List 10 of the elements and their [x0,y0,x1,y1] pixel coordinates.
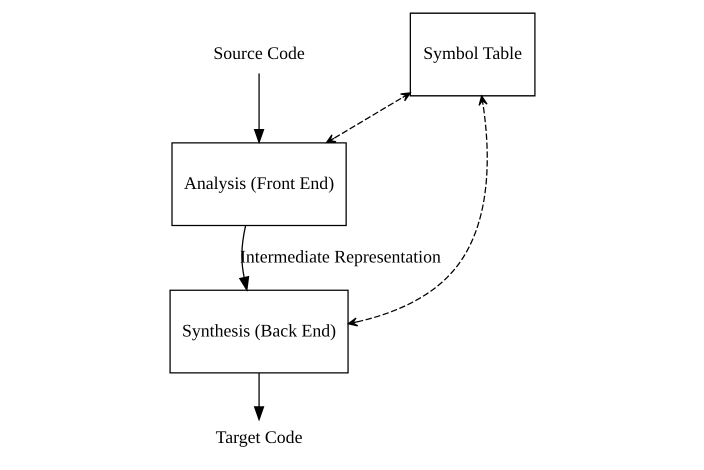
node-box: Synthesis (Back End) [168,290,348,374]
node-box: Symbol Table [409,12,536,96]
arrow [253,73,264,144]
node-box: Analysis (Front End) [170,142,346,226]
arrow [347,95,488,326]
arrow [325,92,410,144]
node-text: Target Code [215,427,302,448]
arrow [253,373,264,422]
arrow [238,226,249,292]
node-text: Source Code [212,43,304,64]
